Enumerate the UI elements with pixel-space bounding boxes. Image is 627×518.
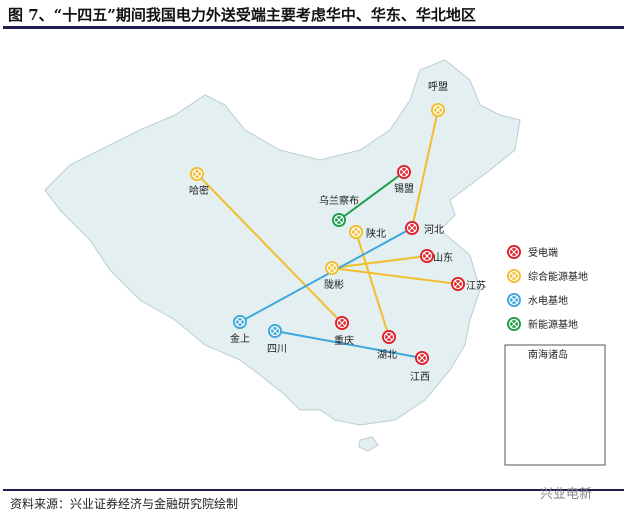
node-marker-shandong: [420, 249, 434, 263]
node-label-longbin: 陇彬: [324, 278, 344, 291]
node-marker-jiangxi: [415, 351, 429, 365]
legend-hydro-icon: [507, 293, 521, 307]
node-marker-hubei: [382, 330, 396, 344]
link-jinshang-hebei: [239, 227, 413, 323]
node-label-wulanchabu: 乌兰察布: [319, 194, 359, 207]
node-label-chongqing: 重庆: [334, 334, 354, 347]
link-hami-chongqing: [196, 173, 343, 324]
node-label-ximeng: 锡盟: [394, 182, 414, 195]
legend-label: 综合能源基地: [528, 270, 588, 283]
node-marker-hebei: [405, 221, 419, 235]
node-marker-humeng: [431, 103, 445, 117]
footer-rule: [3, 489, 624, 491]
link-shanbei-hubei: [355, 231, 390, 338]
node-label-hubei: 湖北: [377, 349, 397, 361]
link-longbin-shandong: [331, 255, 428, 269]
node-label-jinshang: 金上: [230, 332, 250, 345]
node-marker-sichuan: [268, 324, 282, 338]
south-china-sea-inset: [504, 344, 606, 466]
title-rule: [3, 26, 624, 29]
link-ximeng-wulanchabu: [338, 171, 405, 221]
node-marker-hami: [190, 167, 204, 181]
watermark: 兴业电新: [540, 487, 593, 502]
node-label-sichuan: 四川: [267, 344, 287, 355]
node-label-shandong: 山东: [433, 251, 453, 264]
hainan: [358, 436, 379, 452]
node-marker-ximeng: [397, 165, 411, 179]
link-longbin-jiangsu: [331, 267, 459, 285]
legend-renewable-icon: [507, 317, 521, 331]
link-sichuan-jiangxi: [274, 330, 423, 359]
figure-title: 图 7、“十四五”期间我国电力外送受端主要考虑华中、华东、华北地区: [8, 6, 476, 24]
node-marker-shanbei: [349, 225, 363, 239]
node-marker-jinshang: [233, 315, 247, 329]
source-note: 资料来源：兴业证券经济与金融研究院绘制: [10, 497, 239, 511]
node-marker-wulanchabu: [332, 213, 346, 227]
node-label-jiangsu: 江苏: [466, 279, 486, 292]
legend-receiving-icon: [507, 245, 521, 259]
china-outline: [44, 59, 521, 426]
node-marker-longbin: [325, 261, 339, 275]
legend-label: 受电端: [528, 246, 558, 259]
node-label-jiangxi: 江西: [410, 371, 430, 383]
node-label-shanbei: 陕北: [366, 227, 386, 240]
legend-label: 水电基地: [528, 294, 568, 307]
node-label-hebei: 河北: [424, 224, 444, 236]
node-marker-chongqing: [335, 316, 349, 330]
link-humeng-hebei: [411, 109, 439, 229]
legend-integrated-icon: [507, 269, 521, 283]
node-label-hami: 哈密: [189, 184, 209, 197]
inset-label: 南海诸岛: [528, 348, 568, 361]
node-marker-jiangsu: [451, 277, 465, 291]
legend-label: 新能源基地: [528, 318, 578, 331]
node-label-humeng: 呼盟: [428, 81, 448, 93]
